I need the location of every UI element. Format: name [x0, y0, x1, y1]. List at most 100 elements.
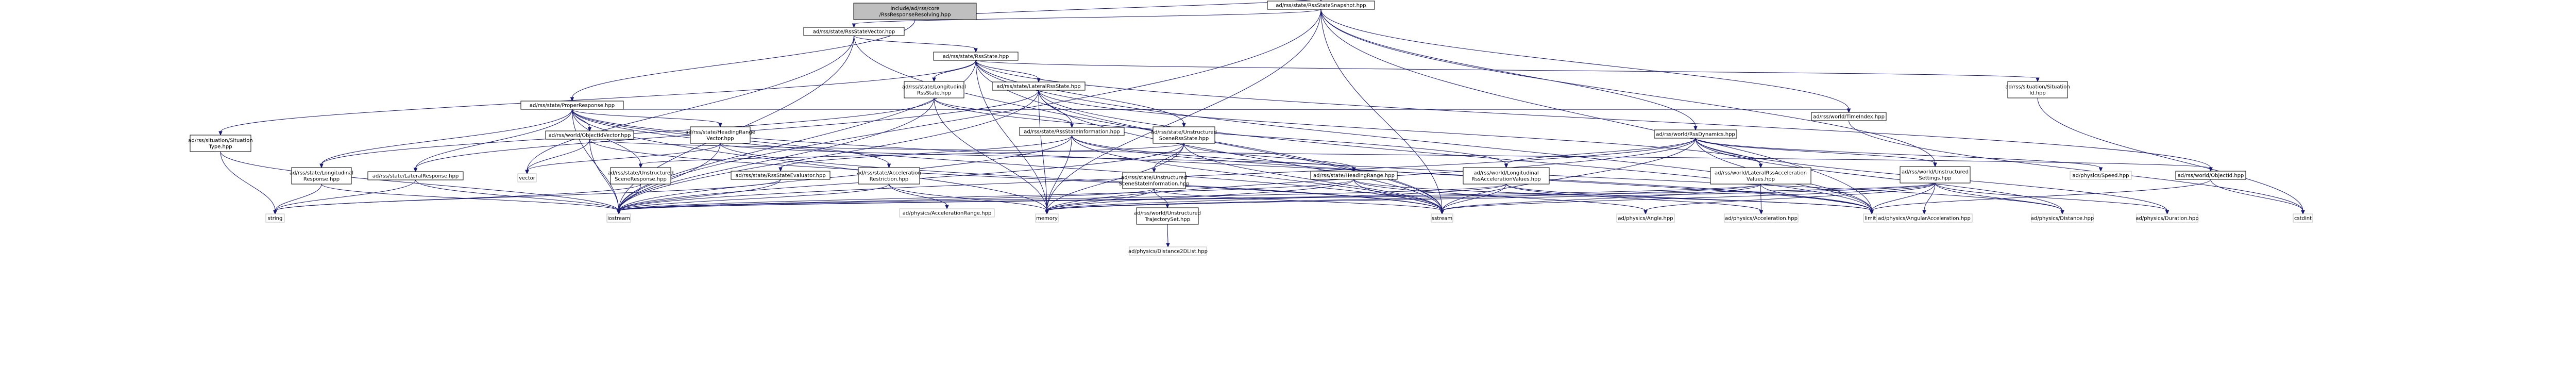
node-label: ad/rss/situation/Situation [2005, 85, 2070, 90]
node-accelRange: ad/physics/AccelerationRange.hpp [900, 209, 994, 217]
node-snapshot[interactable]: ad/rss/state/RssStateSnapshot.hpp [1267, 1, 1375, 9]
node-longResponse[interactable]: ad/rss/state/LongitudinalResponse.hpp [290, 168, 353, 184]
node-rssDynamics[interactable]: ad/rss/world/RssDynamics.hpp [1654, 130, 1737, 138]
node-label: sstream [1432, 216, 1452, 222]
node-label: /RssResponseResolving.hpp [879, 12, 951, 18]
node-stateVector[interactable]: ad/rss/state/RssStateVector.hpp [804, 27, 904, 36]
edge-latResponse-to-string [274, 180, 416, 214]
edge-properResponse-to-headingRangeVector [572, 109, 722, 127]
node-label: SceneStateInformation.hpp [1118, 181, 1189, 187]
edge-headingRange-to-memory [1045, 179, 1354, 214]
node-label: Settings.hpp [1919, 176, 1951, 181]
node-iostream: iostream [607, 214, 631, 222]
node-latResponse[interactable]: ad/rss/state/LateralResponse.hpp [368, 172, 463, 180]
node-evaluator[interactable]: ad/rss/state/RssStateEvaluator.hpp [731, 171, 830, 179]
node-label: Response.hpp [303, 177, 340, 182]
node-objectId[interactable]: ad/rss/world/ObjectId.hpp [2176, 171, 2246, 179]
node-situationId[interactable]: ad/rss/situation/SituationId.hpp [2005, 81, 2070, 98]
edge-snapshot-to-sstream [1321, 9, 1444, 214]
edge-snapshot-to-iostream [617, 9, 1321, 214]
node-properResponse[interactable]: ad/rss/state/ProperResponse.hpp [521, 101, 623, 109]
node-label: ad/rss/world/ObjectIdVector.hpp [549, 133, 631, 139]
node-unstructuredInfo[interactable]: ad/rss/state/UnstructuredSceneStateInfor… [1118, 172, 1189, 189]
node-longAccel[interactable]: ad/rss/world/LongitudinalRssAcceleration… [1463, 168, 1549, 184]
edge-objectId-to-limits [1870, 179, 2211, 214]
edge-snapshot-to-unstructuredSettings [1321, 9, 1937, 167]
edge-properResponse-to-timeIndex [572, 109, 1851, 112]
node-distance: ad/physics/Distance.hpp [2031, 214, 2094, 222]
node-trajSet[interactable]: ad/rss/world/UnstructuredTrajectorySet.h… [1134, 208, 1201, 224]
edge-evaluator-to-string [274, 179, 781, 214]
edge-unstructuredState-to-unstructuredInfo [1153, 143, 1184, 172]
node-label: ad/physics/Speed.hpp [2072, 173, 2129, 179]
node-duration: ad/physics/Duration.hpp [2136, 214, 2198, 222]
node-situationType[interactable]: ad/rss/situation/SituationType.hpp [188, 135, 252, 152]
node-distance2d: ad/physics/Distance2DList.hpp [1128, 247, 1208, 255]
node-label: ad/rss/state/LateralRssState.hpp [996, 84, 1080, 90]
node-stateInfo[interactable]: ad/rss/state/RssStateInformation.hpp [1020, 127, 1124, 136]
node-longState[interactable]: ad/rss/state/LongitudinalRssState.hpp [902, 81, 966, 98]
nodes-layer: include/ad/rss/core/RssResponseResolving… [188, 1, 2313, 255]
node-label: vector [519, 176, 536, 181]
edge-rssState-to-situationType [219, 60, 976, 135]
node-sstream: sstream [1431, 214, 1453, 222]
edge-situationType-to-string [221, 152, 277, 214]
node-timeIndex[interactable]: ad/rss/world/TimeIndex.hpp [1811, 112, 1886, 121]
node-label: memory [1036, 216, 1058, 222]
node-label: ad/rss/world/Unstructured [1134, 211, 1201, 217]
node-vector: vector [518, 174, 536, 182]
edge-situationType-to-iostream [221, 152, 620, 214]
node-label: cstdint [2294, 216, 2312, 222]
edge-stateVector-to-rssState [854, 36, 978, 52]
node-objIdVector[interactable]: ad/rss/world/ObjectIdVector.hpp [546, 131, 634, 139]
node-label: ad/physics/AccelerationRange.hpp [903, 211, 992, 217]
node-label: iostream [607, 216, 630, 222]
node-label: ad/physics/Angle.hpp [1618, 216, 1673, 222]
edge-objIdVector-to-vector [526, 139, 590, 174]
node-label: TrajectorySet.hpp [1144, 217, 1190, 223]
edge-evaluator-to-iostream [617, 179, 781, 214]
node-label: ad/physics/Acceleration.hpp [1725, 216, 1798, 222]
node-unstructuredState[interactable]: ad/rss/state/UnstructuredSceneRssState.h… [1151, 127, 1217, 143]
node-label: ad/rss/state/RssStateInformation.hpp [1024, 129, 1120, 135]
edge-longResponse-to-string [274, 184, 321, 214]
node-label: ad/rss/world/RssDynamics.hpp [1656, 132, 1735, 138]
node-rssState[interactable]: ad/rss/state/RssState.hpp [934, 52, 1018, 60]
node-label: RssState.hpp [917, 91, 951, 96]
edges-layer [219, 0, 2304, 247]
node-angle: ad/physics/Angle.hpp [1617, 214, 1674, 222]
edge-trajSet-to-distance2d [1166, 224, 1170, 247]
edge-latState-to-stateInfo [1039, 90, 1074, 127]
node-label: ad/rss/state/RssStateEvaluator.hpp [735, 173, 825, 179]
node-headingRange[interactable]: ad/rss/state/HeadingRange.hpp [1311, 171, 1397, 179]
node-headingRangeVector[interactable]: ad/rss/state/HeadingRangeVector.hpp [685, 127, 755, 143]
node-unstructuredResponse[interactable]: ad/rss/state/UnstructuredSceneResponse.h… [608, 168, 674, 184]
node-cstdint: cstdint [2293, 214, 2313, 222]
node-label: ad/physics/Distance.hpp [2031, 216, 2094, 222]
node-latAccel[interactable]: ad/rss/world/LateralRssAccelerationValue… [1710, 168, 1811, 184]
node-angularAccel: ad/physics/AngularAcceleration.hpp [1876, 214, 1972, 222]
node-label: ad/rss/state/ProperResponse.hpp [530, 103, 615, 109]
node-memory: memory [1036, 214, 1058, 222]
node-label: Type.hpp [208, 144, 232, 150]
node-label: ad/rss/world/ObjectId.hpp [2178, 173, 2244, 179]
edge-snapshot-to-timeIndex [1321, 9, 1851, 112]
node-label: ad/rss/world/LateralRssAcceleration [1715, 171, 1807, 176]
node-label: ad/rss/world/Unstructured [1902, 170, 1969, 175]
node-label: ad/physics/Distance2DList.hpp [1128, 249, 1208, 255]
node-label: ad/rss/state/LateralResponse.hpp [372, 174, 459, 179]
edge-unstructuredSettings-to-angularAccel [1923, 183, 1935, 214]
node-root[interactable]: include/ad/rss/core/RssResponseResolving… [854, 3, 976, 20]
node-unstructuredSettings[interactable]: ad/rss/world/UnstructuredSettings.hpp [1900, 167, 1970, 183]
node-accelRestriction[interactable]: ad/rss/state/AccelerationRestriction.hpp [857, 168, 921, 184]
node-label: include/ad/rss/core [890, 6, 939, 12]
node-label: ad/rss/state/RssStateSnapshot.hpp [1276, 3, 1366, 9]
edge-properResponse-to-latResponse [414, 109, 572, 172]
edge-rssState-to-longState [933, 60, 976, 81]
node-label: ad/rss/situation/Situation [188, 138, 252, 144]
edge-rssDynamics-to-unstructuredSettings [1696, 138, 1937, 167]
node-label: ad/physics/Duration.hpp [2136, 216, 2198, 222]
node-label: ad/rss/state/Unstructured [1151, 130, 1217, 136]
edge-rssState-to-situationId [976, 60, 2039, 81]
node-latState[interactable]: ad/rss/state/LateralRssState.hpp [992, 82, 1085, 90]
